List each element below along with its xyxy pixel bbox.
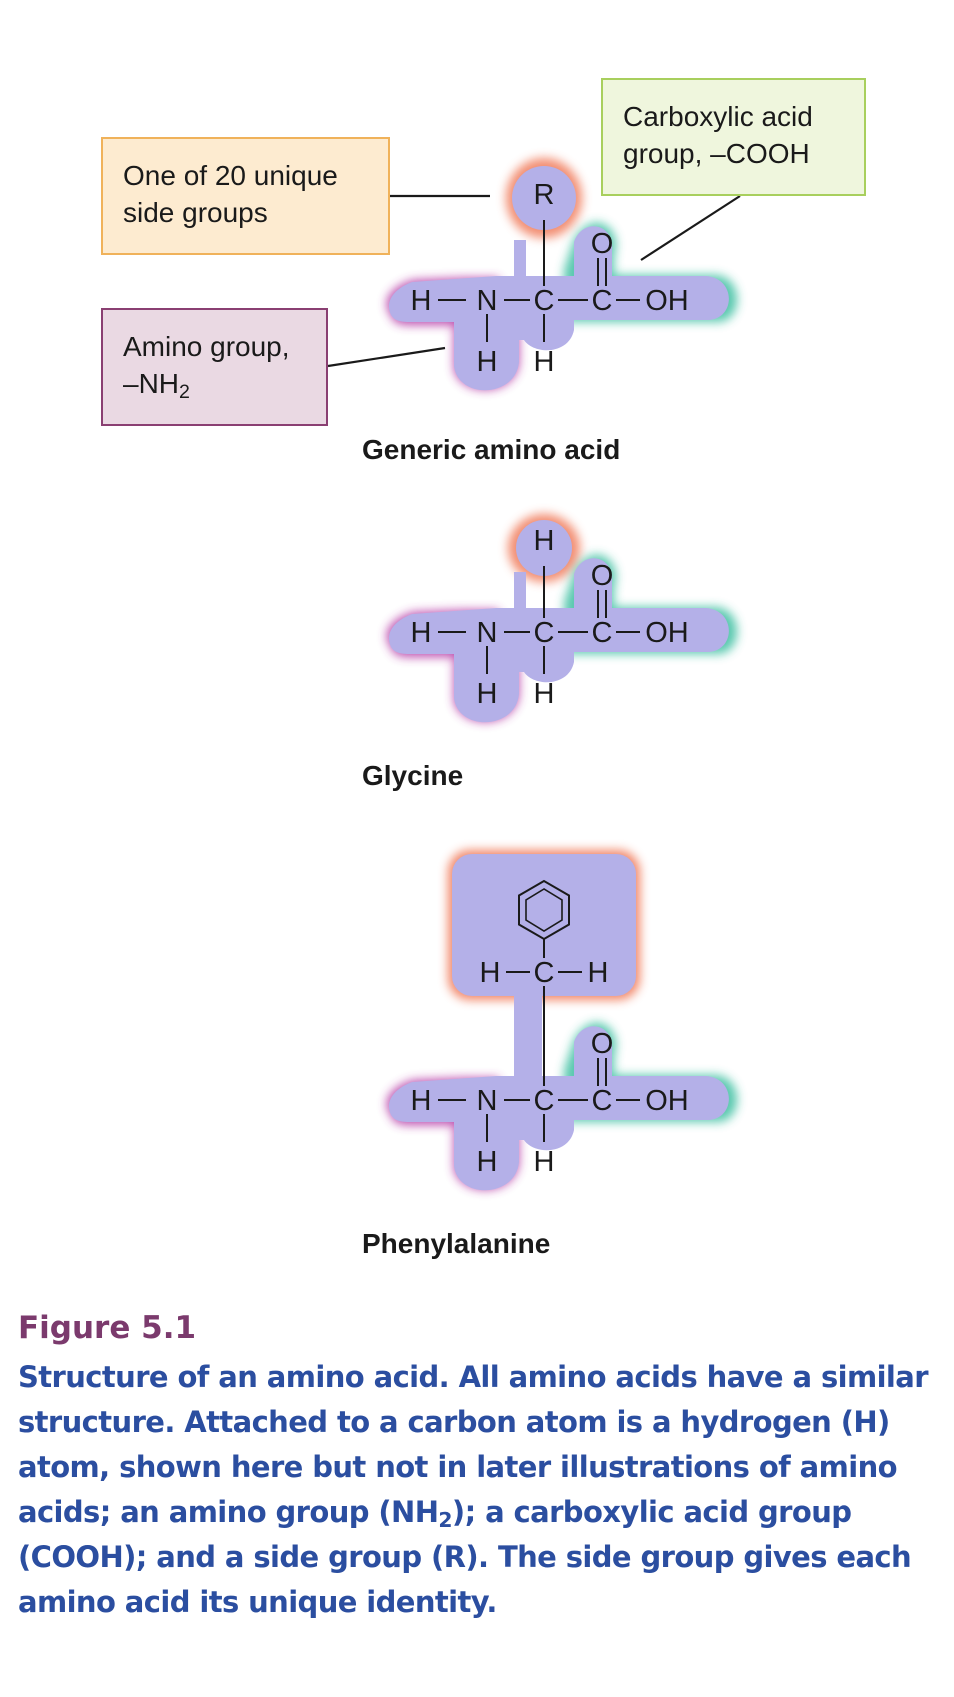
glycine-molecule: H <box>387 514 737 723</box>
figure-caption: Structure of an amino acid. All amino ac… <box>18 1360 929 1619</box>
svg-text:C: C <box>534 957 555 989</box>
carboxyl-callout: Carboxylic acid group, –COOH <box>601 78 866 196</box>
generic-amino-acid-label: Generic amino acid <box>362 434 621 465</box>
phenylalanine-molecule: H C H <box>387 850 737 1191</box>
carboxyl-callout-line2: group, –COOH <box>623 138 810 169</box>
figure-number: Figure 5.1 <box>18 1310 197 1346</box>
side-group-callout-line1: One of 20 unique <box>123 160 338 191</box>
carboxyl-callout-line1: Carboxylic acid <box>623 101 813 132</box>
svg-text:H: H <box>534 525 555 557</box>
amino-callout-line2: –NH2 <box>123 368 190 403</box>
svg-text:H: H <box>480 957 501 989</box>
amino-callout: Amino group, –NH2 <box>101 308 328 426</box>
glycine-label: Glycine <box>362 760 464 791</box>
r-group-label: R <box>534 179 555 211</box>
side-group-callout-line2: side groups <box>123 197 268 228</box>
leader-line-amino <box>327 346 446 368</box>
amino-callout-line1: Amino group, <box>123 331 290 362</box>
side-group-callout: One of 20 unique side groups <box>101 137 390 255</box>
phenylalanine-label: Phenylalanine <box>362 1228 551 1259</box>
leader-line-carboxyl <box>640 195 741 261</box>
svg-text:H: H <box>588 957 609 989</box>
generic-amino-acid: R <box>387 158 737 391</box>
